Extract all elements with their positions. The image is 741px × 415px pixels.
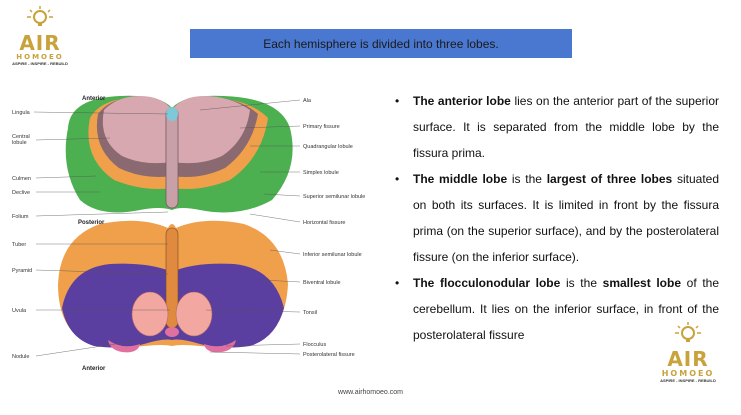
label-tuber: Tuber [12,242,26,248]
lightbulb-icon [27,6,53,26]
footer-url: www.airhomoeo.com [338,389,403,396]
cerebellum-diagram: Anterior Posterior Anterior Lingula Cent… [12,95,365,372]
label-lingula: Lingula [12,110,31,116]
label-declive: Declive [12,190,30,196]
title-banner: Each hemisphere is divided into three lo… [190,29,572,58]
bullet-middle-lobe: The middle lobe is the largest of three … [393,166,719,270]
lobe-description-list: The anterior lobe lies on the anterior p… [393,88,719,348]
air-homoeo-logo-bottom: AIR HOMOEO ASPIRE - INSPIRE - REBUILD [650,322,726,383]
label-anterior-top: Anterior [82,96,106,102]
label-superior-semilunar-lobule: Superior semilunar lobule [303,194,365,200]
label-flocculus: Flocculus [303,342,326,348]
logo-tagline: ASPIRE - INSPIRE - REBUILD [660,378,716,383]
label-quadrangular-lobule: Quadrangular lobule [303,144,353,150]
label-uvula: Uvula [12,308,27,314]
logo-sub: HOMOEO [661,369,715,378]
label-anterior-bottom: Anterior [82,366,106,372]
banner-text: Each hemisphere is divided into three lo… [263,36,499,51]
bullet-anterior-lobe: The anterior lobe lies on the anterior p… [393,88,719,166]
label-nodule: Nodule [12,354,29,360]
label-inferior-semilunar-lobule: Inferior semilunar lobule [303,252,362,258]
label-primary-fissure: Primary fissure [303,124,340,130]
label-simplex-lobule: Simplex lobule [303,170,339,176]
vermis [165,107,179,209]
label-ala: Ala [303,98,312,104]
flocculus-left [108,340,140,353]
logo-brand: AIR [667,347,709,371]
lingula-cap [166,107,178,121]
bullet-flocculonodular-lobe: The flocculonodular lobe is the smallest… [393,270,719,348]
tonsil-right [175,291,213,337]
nodule [165,327,179,337]
label-posterolateral-fissure: Posterolateral fissure [303,352,355,358]
logo-sub: HOMOEO [16,53,64,61]
logo-brand: AIR [19,31,61,55]
label-tonsil: Tonsil [303,310,317,316]
logo-tagline: ASPIRE - INSPIRE - REBUILD [12,61,68,66]
lightbulb-icon [675,322,701,342]
label-pyramid: Pyramid [12,268,32,274]
label-culmen: Culmen [12,176,31,182]
label-posterior: Posterior [78,220,105,226]
label-horizontal-fissure: Horizontal fissure [303,220,346,226]
label-folium: Folium [12,214,29,220]
label-biventral-lobule: Biventral lobule [303,280,341,286]
air-homoeo-logo-top: AIR HOMOEO ASPIRE - INSPIRE - REBUILD [8,6,72,66]
flocculus-right [204,340,236,353]
tonsil-left [131,291,169,337]
